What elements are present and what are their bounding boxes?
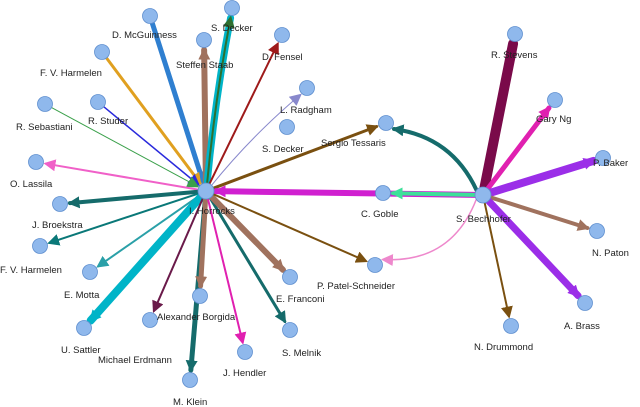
edge-hub-to-staab xyxy=(198,46,211,187)
edge-broekstra-to-hub xyxy=(103,106,201,187)
node-label-franconi: E. Franconi xyxy=(276,294,325,305)
node-label-hub: I. Horrocks xyxy=(189,206,235,217)
node-label-brokstra2: J. Broekstra xyxy=(32,220,83,231)
node-label-decker2: S. Decker xyxy=(262,144,304,155)
node-label-hendler: J. Hendler xyxy=(223,368,266,379)
edge-hub-to-brokstra2 xyxy=(67,189,201,209)
edge-hub-to-lassila xyxy=(43,159,200,191)
node-radgham xyxy=(299,80,315,96)
node-label-radgham: L. Radgham xyxy=(280,105,332,116)
edge-bechhofer-to-paton xyxy=(488,195,590,231)
node-label-ng: Gary Ng xyxy=(536,114,571,125)
node-label-fensel: D. Fensel xyxy=(262,52,303,63)
edge-hub-to-hendler xyxy=(206,197,247,345)
node-mcguinness xyxy=(142,8,158,24)
node-label-goble: C. Goble xyxy=(361,209,399,220)
node-label-staab: Steffen Staab xyxy=(176,60,233,71)
edge-harmelen1-to-hub xyxy=(105,56,202,185)
edge-hub-to-franconi xyxy=(208,193,287,273)
node-paton xyxy=(589,223,605,239)
edge-bechhofer-to-drummond xyxy=(483,201,513,319)
edge-hub-to-decker xyxy=(206,15,235,185)
node-patel xyxy=(367,257,383,273)
node-label-motta: E. Motta xyxy=(64,290,100,301)
node-harmelen1 xyxy=(94,44,110,60)
edge-bechhofer-to-patel xyxy=(380,198,478,267)
edge-hub-to-tessaris xyxy=(211,124,379,190)
edge-hub-to-patel xyxy=(212,193,369,263)
node-label-paton: N. Paton xyxy=(592,248,629,259)
node-label-sattler: U. Sattler xyxy=(61,345,101,356)
node-melnik xyxy=(282,322,298,338)
node-label-harmelen2: F. V. Harmelen xyxy=(0,265,62,276)
node-label-tessaris: Sergio Tessaris xyxy=(321,138,386,149)
node-goble xyxy=(375,185,391,201)
node-franconi xyxy=(282,269,298,285)
node-klein xyxy=(182,372,198,388)
edge-bechhofer-to-tessaris xyxy=(391,124,479,193)
node-label-baker: P. Baker xyxy=(593,158,628,169)
node-lassila xyxy=(28,154,44,170)
edge-hub-to-motta xyxy=(96,194,201,268)
node-ng xyxy=(547,92,563,108)
node-decker2 xyxy=(279,119,295,135)
node-harmelen2 xyxy=(32,238,48,254)
node-label-melnik: S. Melnik xyxy=(282,348,321,359)
edge-bechhofer-to-stevens xyxy=(479,38,519,193)
node-label-mcguinness: D. McGuinness xyxy=(112,30,177,41)
node-bechhofer xyxy=(474,186,492,204)
edge-hub-to-harmelen2 xyxy=(47,192,200,246)
edges-layer xyxy=(43,14,598,373)
node-label-stevens: R. Stevens xyxy=(491,50,538,61)
node-label-harmelen1: F. V. Harmelen xyxy=(40,68,102,79)
node-hendler xyxy=(237,344,253,360)
edge-bechhofer-to-brass xyxy=(484,197,582,300)
node-drummond xyxy=(503,318,519,334)
node-label-drummond: N. Drummond xyxy=(474,342,533,353)
node-decker xyxy=(224,0,240,16)
node-brokstra2 xyxy=(52,196,68,212)
edge-hub-to-sattler xyxy=(86,192,205,325)
node-motta xyxy=(82,264,98,280)
node-label-klein: M. Klein xyxy=(173,397,207,407)
node-label-schweigert: R. Sebastiani xyxy=(16,122,73,133)
node-staab xyxy=(196,32,212,48)
node-brass xyxy=(577,295,593,311)
node-sattler xyxy=(76,320,92,336)
node-label-decker: S. Decker xyxy=(211,23,253,34)
node-borgida xyxy=(192,288,208,304)
edge-hub-to-radgham xyxy=(211,93,302,186)
node-baker xyxy=(595,150,611,166)
edge-mcguinness-to-hub xyxy=(149,21,206,184)
node-stevens xyxy=(507,26,523,42)
edge-hub-to-borgida xyxy=(195,196,209,289)
labels-layer: I. Horrocks S. Bechhofer D. McGuinness S. D… xyxy=(0,23,629,407)
edge-hub-to-fensel xyxy=(208,41,279,185)
edge-bechhofer-to-goble xyxy=(390,187,478,200)
node-erdmann xyxy=(142,312,158,328)
node-fensel xyxy=(274,27,290,43)
node-label-bechhofer: S. Bechhofer xyxy=(456,214,511,225)
node-broekstra xyxy=(90,94,106,110)
node-schweigert xyxy=(37,96,53,112)
edge-hub-to-melnik xyxy=(208,196,287,324)
node-label-borgida: Alexander Borgida xyxy=(157,312,236,323)
node-label-patel: P. Patel-Schneider xyxy=(317,281,395,292)
edge-hub-to-erdmann xyxy=(152,197,204,314)
node-label-broekstra: R. Studer xyxy=(88,116,128,127)
node-tessaris xyxy=(378,115,394,131)
edge-schweigert-to-hub xyxy=(51,107,200,188)
node-label-erdmann: Michael Erdmann xyxy=(98,355,172,366)
node-label-brass: A. Brass xyxy=(564,321,600,332)
node-label-lassila: O. Lassila xyxy=(10,179,53,190)
node-hub xyxy=(197,182,215,200)
nodes-layer xyxy=(28,0,611,388)
edge-bechhofer-to-baker xyxy=(486,156,598,197)
edge-bechhofer-to-ng xyxy=(485,105,552,192)
